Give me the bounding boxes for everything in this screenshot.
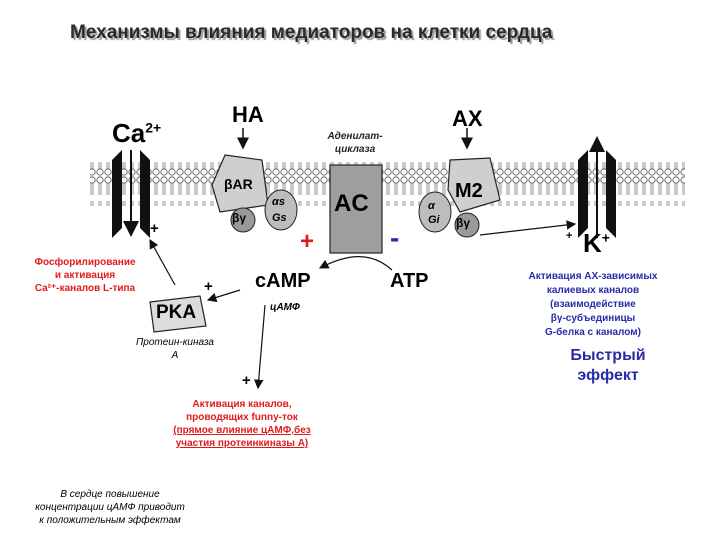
m2-receptor <box>447 157 501 213</box>
bg-to-k-arrow <box>479 220 577 236</box>
camp-ru-label: цАМФ <box>270 302 300 313</box>
na-label: НА <box>232 102 264 127</box>
g-s-label: Gs <box>272 212 287 224</box>
pka-box <box>149 295 207 333</box>
adenylate-cyclase-label: Аденилат-циклаза <box>327 131 383 155</box>
beta-gamma-subunit-s <box>230 207 256 233</box>
camp-to-pka-arrow <box>206 289 241 303</box>
ach-channels-note: Активация АХ-зависимых калиевых каналов … <box>528 271 658 338</box>
ac-plus-sign: + <box>300 228 315 255</box>
beta-gamma-subunit-i <box>454 212 480 238</box>
ac-label: AC <box>334 190 369 217</box>
pka-plus-sign: + <box>204 278 213 295</box>
calcium-channel <box>112 150 150 238</box>
camp-effect-note: В сердце повышение концентрации цАМФ при… <box>35 489 185 526</box>
beta-gamma-i-label: βγ <box>456 216 470 230</box>
k-plus-sign: + <box>566 230 573 242</box>
phosphorylation-note: Фосфорилирование и активация Ca²⁺-канало… <box>34 257 136 294</box>
ac-minus-sign: - <box>390 222 400 253</box>
alpha-i-subunit <box>418 191 452 233</box>
alpha-s-label: αs <box>272 196 285 208</box>
camp-label: cAMP <box>255 270 311 292</box>
m2-label: M2 <box>455 180 483 202</box>
beta-gamma-s-label: βγ <box>232 211 246 225</box>
adenylate-cyclase-box <box>329 164 383 254</box>
ax-label: АХ <box>452 106 483 131</box>
ca-label: Ca2+ <box>112 118 162 148</box>
pka-to-ca-arrow <box>149 238 176 286</box>
fast-effect-label: Быстрый эффект <box>570 347 646 384</box>
page-title: Механизмы влияния медиаторов на клетки с… <box>70 22 553 43</box>
pka-label: PKA <box>156 302 197 323</box>
funny-plus-sign: + <box>242 372 251 389</box>
atp-to-camp-arrow <box>318 256 393 271</box>
k-label: K+ <box>583 228 610 258</box>
bar-label: βAR <box>224 176 253 192</box>
funny-current-note: Активация каналов, проводящих funny-ток … <box>173 399 311 449</box>
ca-plus-sign: + <box>150 220 159 237</box>
alpha-s-subunit <box>264 189 298 231</box>
cell-membrane <box>90 162 685 206</box>
potassium-channel <box>578 136 616 238</box>
alpha-i-label: α <box>428 200 435 212</box>
atp-label: ATP <box>390 270 429 292</box>
camp-to-funny-arrow <box>253 304 266 390</box>
g-i-label: Gi <box>428 214 440 226</box>
